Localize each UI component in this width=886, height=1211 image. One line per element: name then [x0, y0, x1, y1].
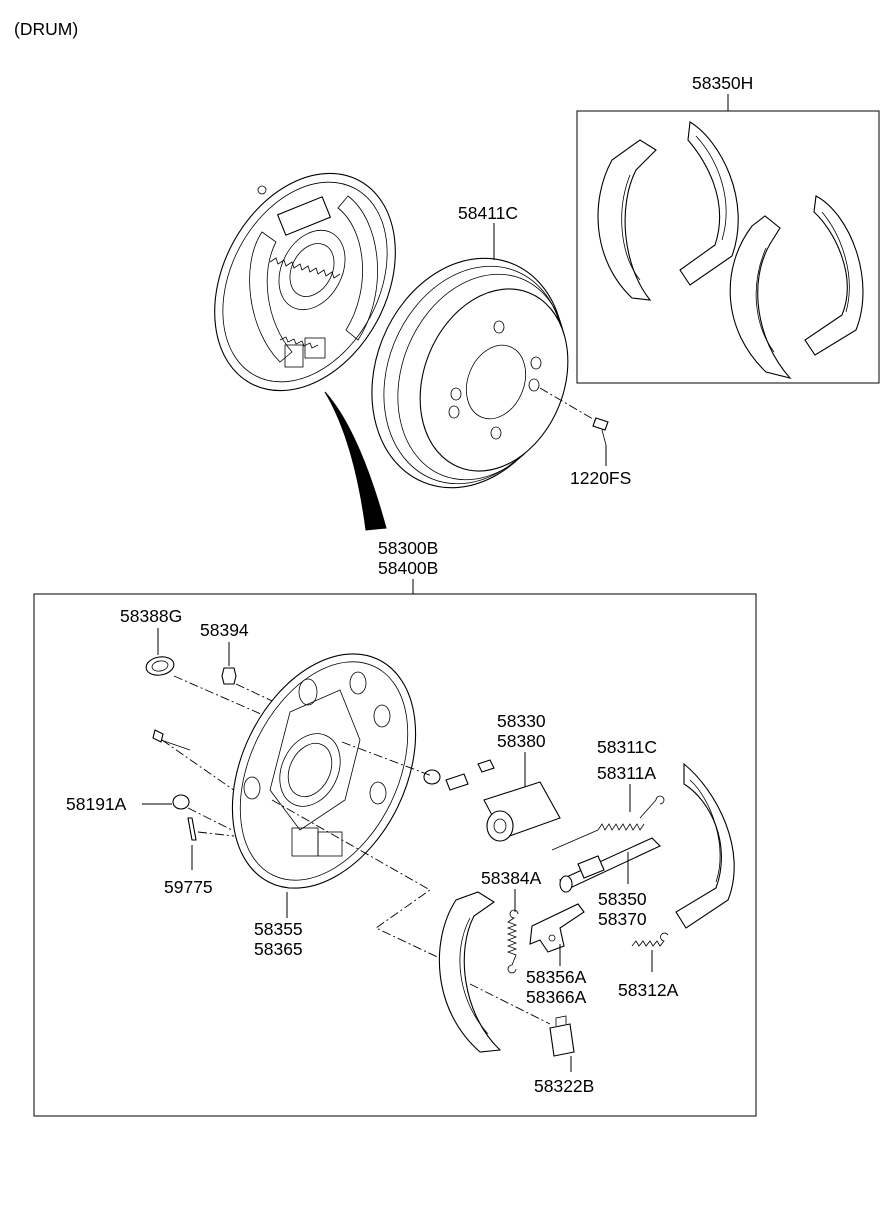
bolt-illustration: [152, 729, 191, 751]
part-label-spring-adjuster: 58312A: [618, 980, 679, 1000]
shoe-kit-illustration: [597, 121, 864, 379]
assembly-arrow-icon: [324, 391, 387, 531]
part-label-assembly-1: 58300B: [378, 538, 438, 558]
part-label-drum: 58411C: [458, 203, 518, 223]
diagram-title: (DRUM): [14, 19, 78, 39]
part-label-lever-1: 58356A: [526, 967, 587, 987]
part-label-pin: 59775: [164, 877, 213, 897]
part-label-bleeder: 58394: [200, 620, 249, 640]
plug-illustration: [145, 656, 175, 676]
part-label-retainer: 58191A: [66, 794, 127, 814]
adjuster-spring-illustration: [631, 932, 669, 947]
upper-spring-illustration: [551, 795, 665, 851]
wheel-cylinder-illustration: [423, 759, 561, 842]
part-label-clip: 58322B: [534, 1076, 594, 1096]
part-label-lever-2: 58366A: [526, 987, 587, 1007]
assembled-brake-illustration: [214, 172, 396, 392]
bleeder-illustration: [221, 667, 237, 685]
part-label-backing-plate-1: 58355: [254, 919, 303, 939]
part-label-spring-upper-1: 58311C: [597, 737, 657, 757]
assembly-box: [33, 593, 757, 1117]
clip-illustration: [549, 1015, 575, 1057]
left-brake-shoe-illustration: [438, 891, 502, 1053]
brake-drum-illustration: [371, 257, 569, 489]
part-label-adjuster-1: 58350: [598, 889, 647, 909]
part-label-assembly-2: 58400B: [378, 558, 438, 578]
part-label-adjuster-2: 58370: [598, 909, 647, 929]
screw-illustration: [539, 387, 609, 446]
part-label-shoe-kit: 58350H: [692, 73, 753, 93]
shoe-kit-box: [576, 110, 880, 384]
right-brake-shoe-illustration: [675, 762, 735, 929]
backing-plate-illustration: [231, 653, 417, 889]
pin-illustration: [187, 817, 197, 841]
part-label-spring-upper-2: 58311A: [597, 763, 656, 783]
part-label-wheel-cylinder-2: 58380: [497, 731, 546, 751]
lever-illustration: [529, 903, 585, 953]
adjuster-illustration: [558, 837, 661, 893]
lower-spring-illustration: [506, 909, 519, 974]
part-label-screw: 1220FS: [570, 468, 631, 488]
retainer-illustration: [172, 794, 190, 810]
part-label-spring-lower: 58384A: [481, 868, 542, 888]
part-label-wheel-cylinder-1: 58330: [497, 711, 546, 731]
part-label-backing-plate-2: 58365: [254, 939, 303, 959]
part-label-plug: 58388G: [120, 606, 182, 626]
